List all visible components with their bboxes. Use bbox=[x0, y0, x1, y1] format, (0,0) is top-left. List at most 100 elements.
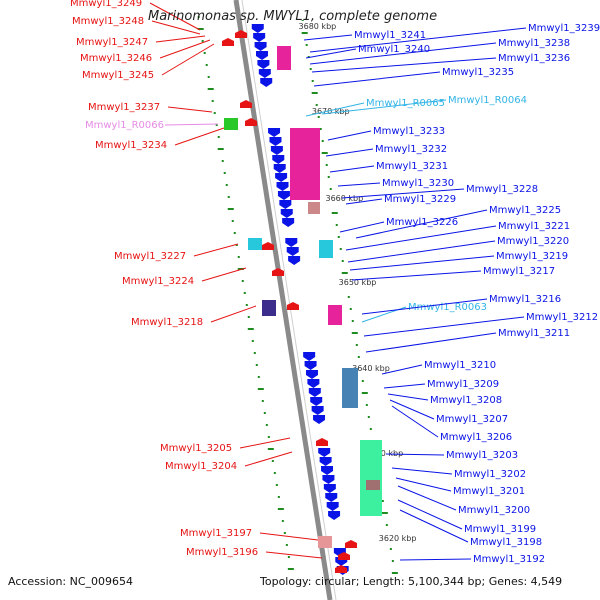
tick-mark-left bbox=[267, 436, 270, 438]
tick-mark-left bbox=[251, 340, 254, 342]
forward-gene-arrow bbox=[322, 475, 335, 484]
tick-mark-left bbox=[201, 40, 204, 42]
label-leader-line bbox=[339, 221, 385, 233]
forward-gene-arrow bbox=[258, 69, 271, 78]
tick-rails bbox=[197, 16, 398, 574]
tan-gene-block bbox=[308, 202, 320, 214]
forward-gene-arrow bbox=[255, 51, 268, 60]
tick-mark-right bbox=[307, 56, 310, 58]
tick-mark-left bbox=[215, 124, 218, 126]
tick-mark-left bbox=[253, 352, 256, 354]
tick-mark-left bbox=[255, 364, 258, 366]
label-leader-line bbox=[193, 243, 239, 257]
gene-label: Mmwyl1_3231 bbox=[376, 161, 448, 172]
tick-mark-left bbox=[205, 64, 208, 66]
gene-label: Mmwyl1_3216 bbox=[489, 294, 561, 305]
tick-mark-left bbox=[267, 448, 274, 450]
tick-mark-left bbox=[263, 412, 266, 414]
label-leader-line bbox=[383, 383, 426, 389]
tick-mark-right bbox=[321, 152, 328, 154]
steel-gene-block bbox=[342, 368, 358, 408]
kbp-label-bg bbox=[296, 21, 341, 31]
forward-gene-arrow bbox=[286, 247, 299, 256]
label-leader-line bbox=[395, 477, 452, 492]
label-leader-line bbox=[399, 509, 469, 543]
tick-mark-left bbox=[285, 544, 288, 546]
tick-mark-right bbox=[341, 272, 348, 274]
gene-label: Mmwyl1_3236 bbox=[498, 53, 570, 64]
label-leader-line bbox=[363, 316, 525, 337]
gene-label: Mmwyl1_3220 bbox=[497, 236, 569, 247]
tick-mark-right bbox=[389, 548, 392, 550]
tick-mark-left bbox=[233, 232, 236, 234]
reverse-gene-arrow bbox=[335, 565, 347, 573]
tick-mark-left bbox=[271, 460, 274, 462]
tick-mark-right bbox=[337, 236, 340, 238]
reverse-gene-arrow bbox=[338, 552, 350, 560]
label-leader-line bbox=[265, 551, 323, 559]
gene-label: Mmwyl1_3199 bbox=[464, 524, 536, 535]
label-leader-line bbox=[355, 209, 488, 239]
tick-mark-right bbox=[355, 344, 358, 346]
forward-gene-arrow bbox=[304, 361, 317, 370]
label-leader-line bbox=[149, 2, 201, 31]
label-leader-line bbox=[309, 42, 497, 65]
kbp-label: 3630 kbp bbox=[365, 449, 403, 458]
forward-gene-arrow bbox=[272, 155, 285, 164]
gene-label: Mmwyl1_3228 bbox=[466, 184, 538, 195]
label-leader-line bbox=[210, 305, 257, 323]
label-leader-line bbox=[391, 405, 439, 438]
label-leader-line bbox=[387, 393, 429, 401]
tick-mark-left bbox=[273, 472, 276, 474]
gene-label: Mmwyl1_3225 bbox=[489, 205, 561, 216]
label-leader-line bbox=[167, 106, 213, 113]
tick-mark-left bbox=[287, 556, 290, 558]
label-leader-line bbox=[244, 451, 293, 467]
tick-mark-left bbox=[247, 316, 250, 318]
label-leader-line bbox=[303, 34, 353, 41]
label-leader-line bbox=[329, 165, 375, 173]
tick-mark-left bbox=[237, 256, 240, 258]
gene-label: Mmwyl1_3240 bbox=[358, 44, 430, 55]
kbp-label: 3670 kbp bbox=[312, 107, 350, 116]
gene-label: Mmwyl1_3198 bbox=[470, 537, 542, 548]
tick-mark-left bbox=[213, 112, 216, 114]
reverse-gene-arrow bbox=[245, 118, 257, 126]
magenta-gene-block bbox=[290, 128, 320, 200]
kbp-label: 3680 kbp bbox=[299, 22, 337, 31]
green-feature-block bbox=[224, 118, 238, 130]
tick-mark-right bbox=[367, 416, 370, 418]
tick-mark-left bbox=[277, 508, 284, 510]
forward-gene-arrow bbox=[318, 448, 331, 457]
label-leader-line bbox=[391, 467, 453, 475]
reverse-gene-arrow bbox=[240, 100, 252, 108]
cyan-feature-block bbox=[248, 238, 262, 250]
gene-label: Mmwyl1_3212 bbox=[526, 312, 598, 323]
tick-mark-right bbox=[357, 356, 360, 358]
reverse-gene-arrow bbox=[272, 268, 284, 276]
gene-label: Mmwyl1_3249 bbox=[70, 0, 142, 9]
forward-gene-arrow bbox=[288, 256, 301, 265]
kbp-label-bg bbox=[309, 106, 354, 116]
tick-mark-right bbox=[351, 332, 358, 334]
gene-label: Mmwyl1_3238 bbox=[498, 38, 570, 49]
label-leader-line bbox=[381, 364, 423, 375]
forward-gene-arrow bbox=[254, 42, 267, 51]
map-title: Marinomonas sp. MWYL1, complete genome bbox=[148, 9, 438, 24]
tick-mark-left bbox=[207, 88, 214, 90]
tick-mark-right bbox=[305, 44, 308, 46]
tick-mark-right bbox=[311, 80, 314, 82]
label-leader-line bbox=[305, 102, 365, 117]
kbp-label: 3650 kbp bbox=[339, 278, 377, 287]
forward-gene-arrow bbox=[323, 484, 336, 493]
gene-label: Mmwyl1_R0063 bbox=[408, 302, 487, 313]
label-leader-line bbox=[155, 35, 206, 43]
kbp-label-bg bbox=[350, 363, 395, 373]
tick-mark-right bbox=[319, 128, 322, 130]
forward-gene-arrow bbox=[307, 379, 320, 388]
gene-label: Mmwyl1_3232 bbox=[375, 144, 447, 155]
forward-gene-arrow bbox=[313, 415, 326, 424]
tick-mark-left bbox=[283, 532, 286, 534]
tick-mark-left bbox=[257, 376, 260, 378]
